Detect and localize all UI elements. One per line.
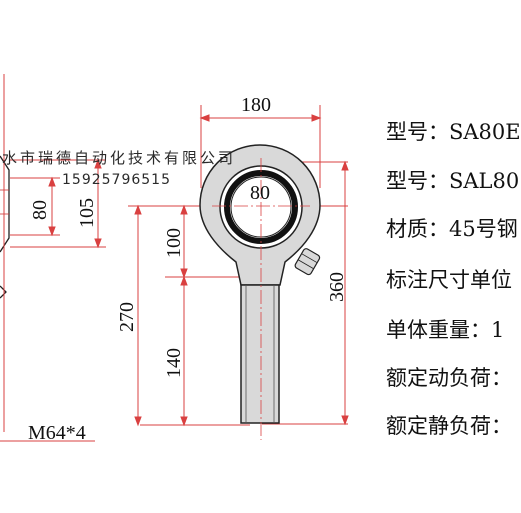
spec-model-1: 型号：SA80E — [386, 120, 521, 144]
spec-model-2: 型号：SAL80 — [386, 169, 520, 193]
dim-100-label: 100 — [163, 228, 185, 258]
dim-270-label: 270 — [116, 302, 138, 332]
dim-105-label: 105 — [76, 198, 98, 228]
left-dimension-lines — [0, 74, 106, 442]
watermark-phone: 15925796515 — [62, 172, 171, 188]
dim-140-label: 140 — [163, 348, 185, 378]
dim-360-label: 360 — [326, 272, 348, 302]
spec-static-load: 额定静负荷： — [386, 414, 512, 438]
thread-label: M64*4 — [28, 422, 86, 444]
spec-weight: 单体重量：1 — [386, 318, 505, 342]
dim-180-label: 180 — [241, 94, 271, 116]
spec-dynamic-load: 额定动负荷： — [386, 366, 512, 390]
center-lines — [212, 158, 310, 440]
dim-80-left-label: 80 — [29, 200, 51, 220]
spec-unit-note: 标注尺寸单位 — [386, 268, 512, 292]
watermark-company: 水市瑞德自动化技术有限公司 — [2, 149, 237, 167]
dim-80-bore-label: 80 — [250, 182, 270, 204]
spec-material: 材质：45号钢 — [386, 217, 518, 241]
